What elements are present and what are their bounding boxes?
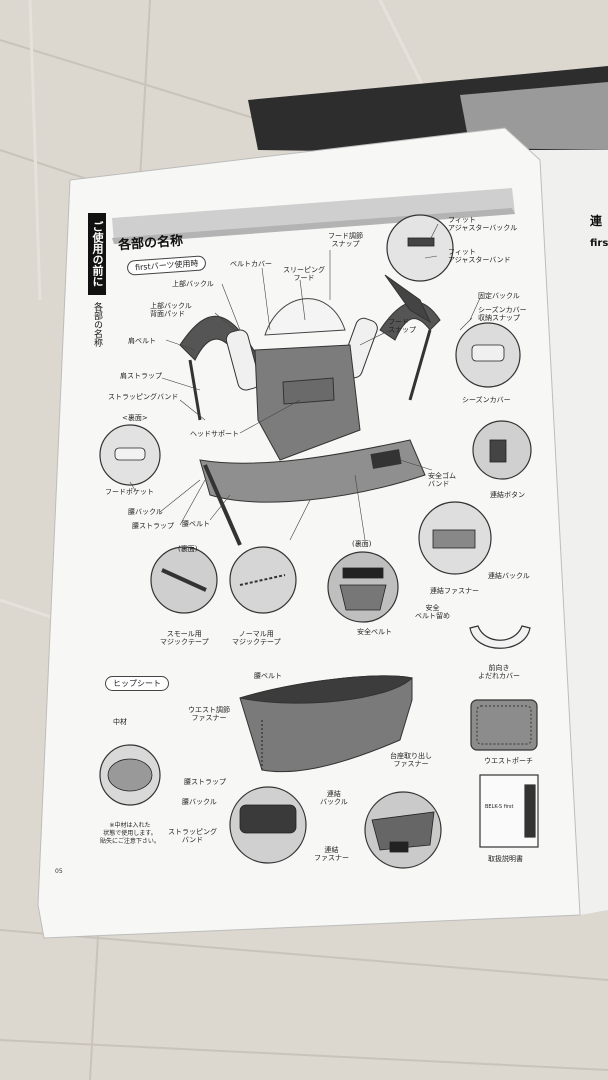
label-safety-rubber-band: 安全ゴム バンド [428, 472, 456, 488]
label-hip-strapping-band: ストラッピング バンド [168, 828, 217, 844]
label-connect-fastener: 連結ファスナー [430, 587, 479, 595]
pill-hip-seat: ヒップシート [105, 676, 169, 691]
label-hood-pocket: フードポケット [105, 488, 154, 496]
label-waist-adjust-fastener: ウエスト調節 ファスナー [188, 706, 230, 722]
svg-text:BELK-S first: BELK-S first [485, 804, 514, 810]
label-waist-strap: 腰ストラップ [132, 522, 174, 530]
side-subtitle: 各部の名称 [92, 302, 102, 347]
svg-text:firs: firs [590, 238, 608, 249]
label-hip-waist-belt: 腰ベルト [254, 672, 282, 680]
label-season-cover: シーズンカバー [462, 396, 511, 404]
label-waist-belt: 腰ベルト [182, 520, 210, 528]
label-hood-snap: フード スナップ [388, 318, 416, 334]
label-belt-cover: ベルトカバー [230, 260, 272, 268]
label-waist-buckle: 腰バックル [128, 508, 163, 516]
label-safety-belt: 安全ベルト [357, 628, 392, 636]
label-shoulder-belt: 肩ベルト [128, 337, 156, 345]
label-manual: 取扱説明書 [488, 855, 523, 863]
label-fixed-buckle: 固定バックル [478, 292, 520, 300]
label-upper-buckle: 上部バックル [172, 280, 214, 288]
page-number: 05 [55, 868, 63, 875]
label-normal-velcro: ノーマル用 マジックテープ [232, 630, 281, 646]
label-hood-snap-adjust: フード調節 スナップ [328, 232, 363, 248]
label-fit-buckle: フィット アジャスターバックル [448, 216, 518, 232]
accessories [469, 625, 539, 848]
header-bar [112, 188, 515, 244]
circle-details [107, 237, 507, 853]
label-hip-waist-strap: 腰ストラップ [184, 778, 226, 786]
label-core-note: ※中材は入れた 状態で使用します。 貼失にご注意下さい。 [100, 822, 160, 845]
label-head-support: ヘッドサポート [190, 430, 239, 438]
label-waist-pouch: ウエストポーチ [484, 757, 533, 765]
svg-text:連: 連 [590, 213, 603, 228]
label-sleeping-hood: スリーピング フード [283, 266, 325, 282]
label-fit-band: フィット アジャスターバンド [448, 248, 511, 264]
label-back-side: <裏面> [122, 414, 148, 422]
label-base-fastener: 台座取り出し ファスナー [390, 752, 432, 768]
label-shoulder-strap: 肩ストラップ [120, 372, 162, 380]
label-safety-belt-clip: 安全 ベルト留め [415, 604, 450, 620]
label-hip-waist-buckle: 腰バックル [182, 798, 217, 806]
leader-lines [129, 223, 481, 541]
label-front-bib-cover: 前向き よだれカバー [478, 664, 520, 680]
label-back-side-3: (裏面) [352, 540, 372, 548]
label-hip-connect-fastener: 連結 ファスナー [314, 846, 349, 862]
label-strapping-band: ストラッピングバンド [108, 393, 179, 401]
label-hip-connect-buckle: 連結 バックル [320, 790, 348, 806]
side-tab: ご使用の前に [88, 213, 106, 295]
label-connect-buckle: 連結バックル [488, 572, 530, 580]
carrier-illustration [179, 274, 441, 546]
label-upper-buckle-pad: 上部バックル 背面パッド [150, 302, 192, 318]
label-small-velcro: スモール用 マジックテープ [160, 630, 209, 646]
label-back-side-2: (裏面) [178, 545, 198, 553]
label-core: 中材 [113, 718, 127, 726]
label-season-cover-snap: シーズンカバー 収納スナップ [478, 306, 527, 322]
hip-seat-illustration [239, 675, 414, 773]
label-connect-button: 連結ボタン [490, 491, 525, 499]
manual-page [37, 127, 581, 939]
